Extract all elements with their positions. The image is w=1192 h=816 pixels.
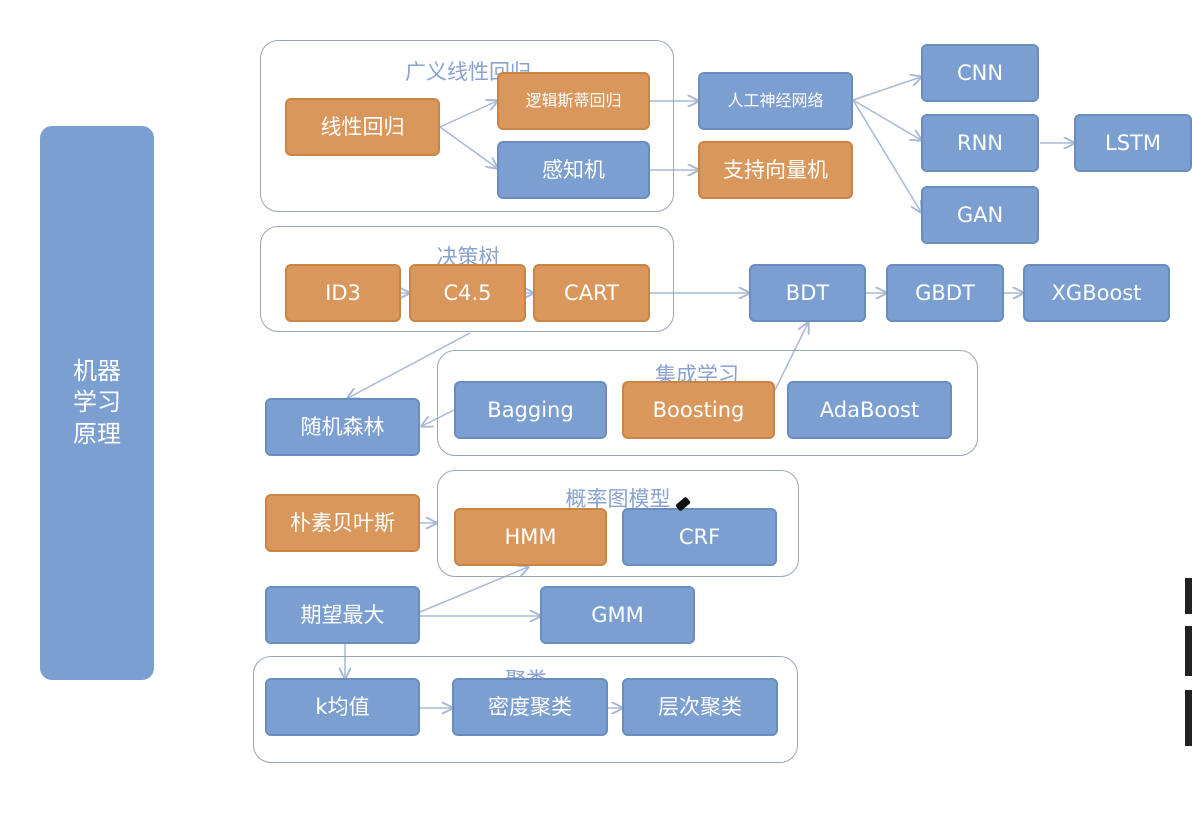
node-random-forest[interactable]: 随机森林 [265,398,420,456]
node-density-clustering[interactable]: 密度聚类 [452,678,608,736]
node-c45[interactable]: C4.5 [409,264,526,322]
group-ensemble [437,350,978,456]
group-cluster [253,656,798,763]
node-boosting[interactable]: Boosting [622,381,775,439]
node-crf[interactable]: CRF [622,508,777,566]
node-hmm[interactable]: HMM [454,508,607,566]
arrow-boosting-bdt [774,323,808,391]
arrow-tree-rf [348,332,471,398]
node-gmm[interactable]: GMM [540,586,695,644]
node-rnn[interactable]: RNN [921,114,1039,172]
node-naive-bayes[interactable]: 朴素贝叶斯 [265,494,420,552]
group-prob-label: 概率图模型 [565,487,671,511]
node-bdt[interactable]: BDT [749,264,866,322]
node-gbdt[interactable]: GBDT [886,264,1004,322]
arrow-bagging-rf [422,409,455,426]
node-em[interactable]: 期望最大 [265,586,420,644]
group-prob [437,470,799,577]
arrow-linear-perceptron [439,126,497,168]
arrow-ann-gan [852,99,921,212]
node-logistic-regression[interactable]: 逻辑斯蒂回归 [497,72,650,130]
edge-mark-2 [1185,626,1192,676]
node-kmeans[interactable]: k均值 [265,678,420,736]
edge-mark-3 [1185,690,1192,746]
node-id3[interactable]: ID3 [285,264,401,322]
node-gan[interactable]: GAN [921,186,1039,244]
sidebar-title: 机器学习原理 [73,357,121,448]
node-linear-regression[interactable]: 线性回归 [285,98,440,156]
node-svm[interactable]: 支持向量机 [698,141,853,199]
arrow-em-hmm [419,567,528,613]
node-adaboost[interactable]: AdaBoost [787,381,952,439]
node-perceptron[interactable]: 感知机 [497,141,650,199]
node-cnn[interactable]: CNN [921,44,1039,102]
group-glm [260,40,674,212]
sidebar-title-box: 机器学习原理 [40,126,154,680]
node-ann[interactable]: 人工神经网络 [698,72,853,130]
node-lstm[interactable]: LSTM [1074,114,1192,172]
node-bagging[interactable]: Bagging [454,381,607,439]
arrow-ann-cnn [852,77,921,101]
node-cart[interactable]: CART [533,264,650,322]
edge-mark-1 [1185,578,1192,614]
group-tree [260,226,674,332]
node-hierarchical-clustering[interactable]: 层次聚类 [622,678,778,736]
node-xgboost[interactable]: XGBoost [1023,264,1170,322]
arrow-ann-rnn [852,99,921,140]
arrow-linear-logistic [439,101,497,128]
